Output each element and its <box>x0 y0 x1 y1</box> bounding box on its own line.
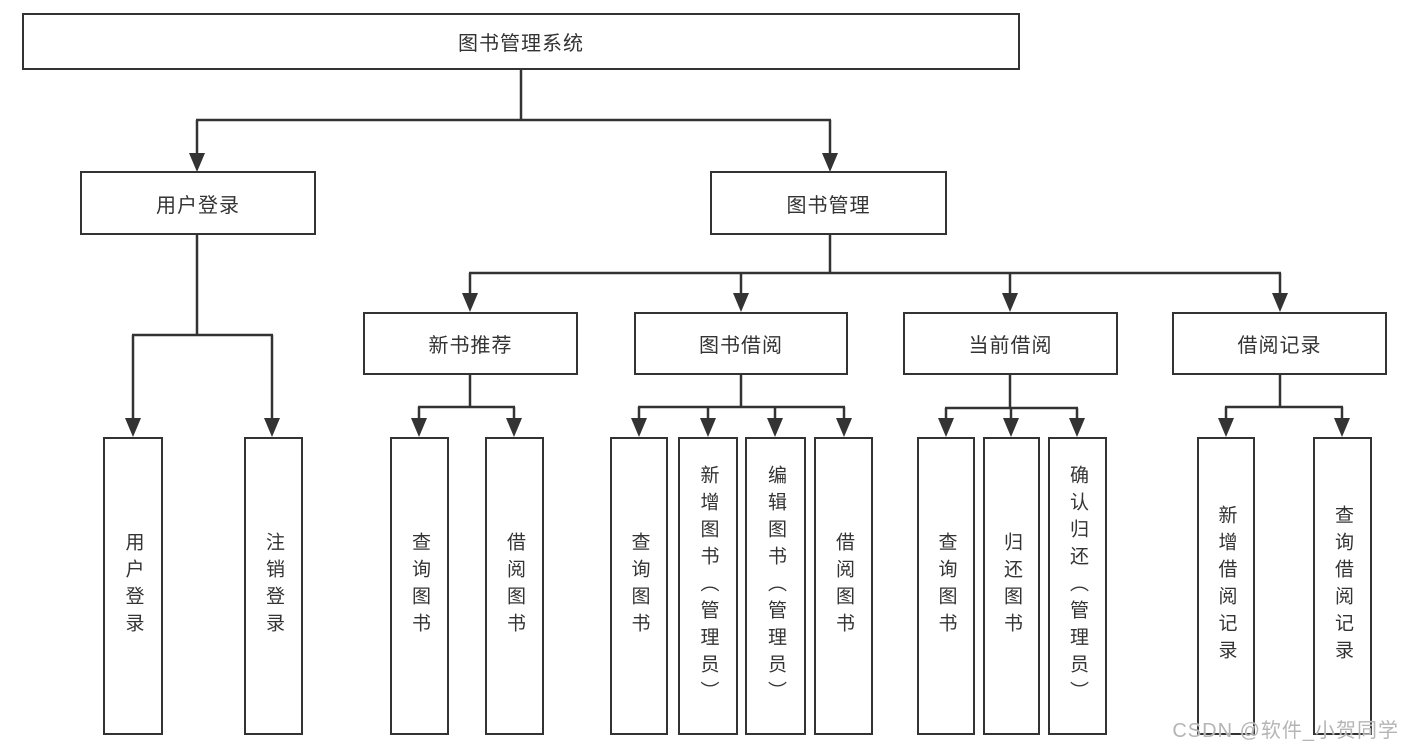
csdn-watermark: CSDN @软件_小贺同学 <box>1172 720 1399 742</box>
node-book-borrowing: 图书借阅 <box>634 312 848 375</box>
leaf-confirm-return-admin: 确认归还（管理员） <box>1048 437 1107 735</box>
leaf-query-borrow-record: 查询借阅记录 <box>1313 437 1372 735</box>
leaf-add-borrow-record-label: 新增借阅记录 <box>1215 505 1237 667</box>
node-new-book-recommend: 新书推荐 <box>363 312 578 375</box>
leaf-return-books: 归还图书 <box>983 437 1040 735</box>
node-book-management-label: 图书管理 <box>786 194 871 217</box>
leaf-add-books-admin: 新增图书（管理员） <box>678 437 738 735</box>
node-book-management: 图书管理 <box>710 171 947 235</box>
leaf-logout-label: 注销登录 <box>263 532 284 640</box>
node-current-borrowing: 当前借阅 <box>903 312 1118 375</box>
leaf-borrow-books-borrowing-label: 借阅图书 <box>833 532 854 640</box>
leaf-borrow-books-recommend: 借阅图书 <box>485 437 544 735</box>
node-borrow-records: 借阅记录 <box>1172 312 1387 375</box>
leaf-query-books-recommend: 查询图书 <box>390 437 449 735</box>
leaf-query-books-recommend-label: 查询图书 <box>409 532 430 640</box>
node-user-login: 用户登录 <box>80 171 316 235</box>
leaf-add-books-admin-label: 新增图书（管理员） <box>697 464 719 708</box>
node-user-login-label: 用户登录 <box>156 194 240 217</box>
leaf-user-login-label: 用户登录 <box>122 532 144 640</box>
leaf-borrow-books-borrowing: 借阅图书 <box>814 437 873 735</box>
node-current-borrowing-label: 当前借阅 <box>968 335 1053 357</box>
leaf-query-borrow-record-label: 查询借阅记录 <box>1332 505 1353 667</box>
node-root-label: 图书管理系统 <box>458 33 584 55</box>
node-root: 图书管理系统 <box>22 13 1020 70</box>
leaf-confirm-return-admin-label: 确认归还（管理员） <box>1067 464 1088 708</box>
node-book-borrowing-label: 图书借阅 <box>699 335 783 357</box>
node-borrow-records-label: 借阅记录 <box>1237 335 1322 357</box>
leaf-query-books-current: 查询图书 <box>917 437 975 735</box>
leaf-query-books-current-label: 查询图书 <box>935 532 957 640</box>
leaf-add-borrow-record: 新增借阅记录 <box>1197 437 1255 735</box>
leaf-logout: 注销登录 <box>244 437 303 735</box>
leaf-edit-books-admin: 编辑图书（管理员） <box>745 437 806 735</box>
node-new-book-recommend-label: 新书推荐 <box>428 335 513 357</box>
leaf-edit-books-admin-label: 编辑图书（管理员） <box>765 464 786 708</box>
leaf-borrow-books-recommend-label: 借阅图书 <box>504 532 525 640</box>
leaf-user-login: 用户登录 <box>103 437 163 735</box>
leaf-query-books-borrowing: 查询图书 <box>610 437 668 735</box>
leaf-query-books-borrowing-label: 查询图书 <box>628 532 650 640</box>
leaf-return-books-label: 归还图书 <box>1001 532 1022 640</box>
